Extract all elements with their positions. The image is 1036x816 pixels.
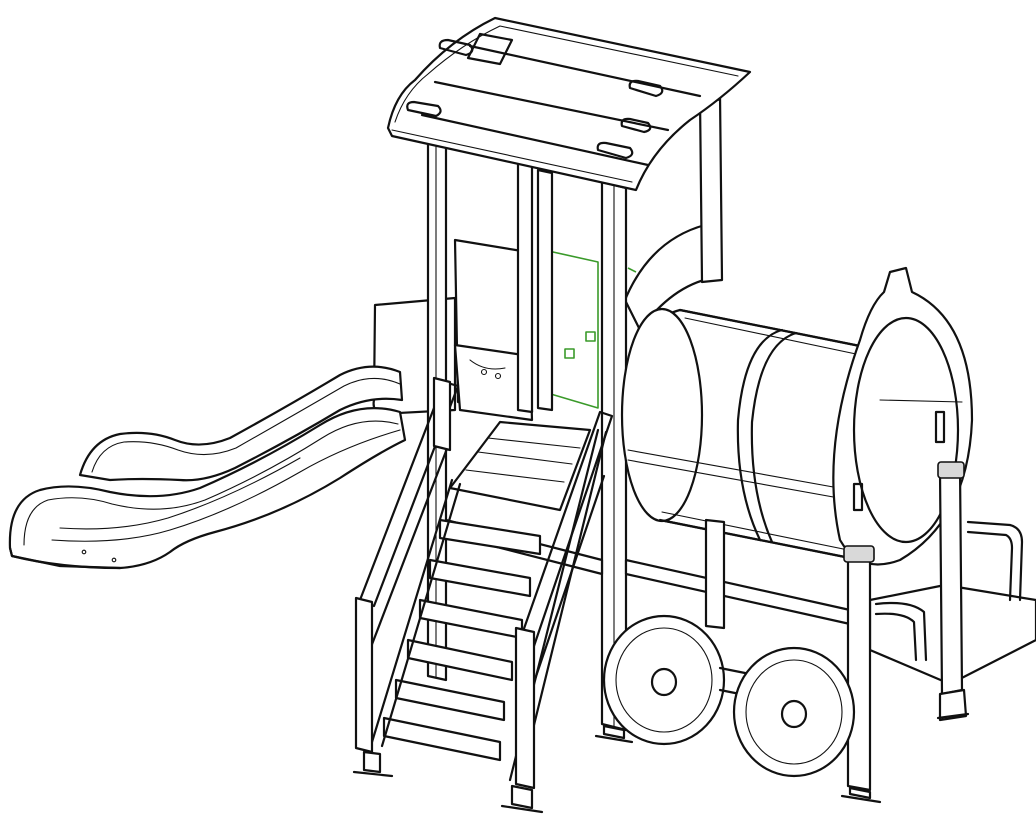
tower-back-panels bbox=[453, 223, 714, 422]
rear-guard-rail bbox=[874, 520, 1024, 662]
roof-canopy bbox=[386, 16, 752, 192]
tunnel-support-post bbox=[704, 518, 875, 792]
tunnel-barrel bbox=[620, 307, 882, 562]
round-end-panel bbox=[832, 266, 974, 566]
stair-handrails bbox=[354, 376, 614, 790]
wheel-rear bbox=[718, 646, 856, 778]
rear-platform bbox=[868, 461, 1036, 722]
post-feet bbox=[352, 724, 882, 814]
access-stairs bbox=[370, 420, 608, 784]
wheel-front bbox=[602, 614, 726, 746]
